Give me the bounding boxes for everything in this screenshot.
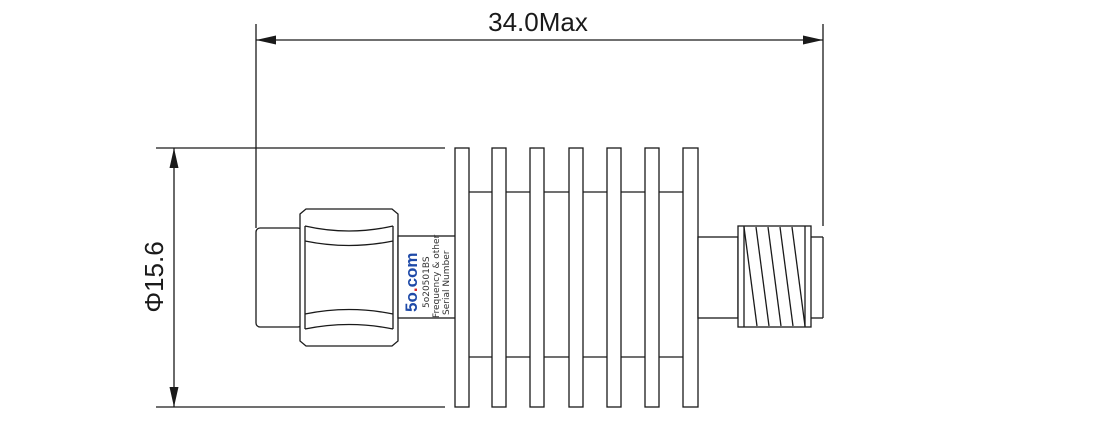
heat-sink-fin-7 <box>682 147 699 408</box>
arrowhead-right <box>803 35 823 45</box>
thread-line-3 <box>767 226 782 327</box>
hex-nut-edge-lower <box>304 323 394 330</box>
heat-sink <box>454 147 699 408</box>
label-sleeve <box>397 235 457 319</box>
arrowhead-bottom <box>169 387 179 407</box>
heat-sink-fin-1 <box>454 147 470 408</box>
hex-nut-face-lower <box>304 308 394 315</box>
length-label: 34.0Max <box>488 7 588 37</box>
frequency-text: Frequency & other <box>432 234 442 318</box>
arrowhead-top <box>169 148 179 168</box>
length-dimension: 34.0Max <box>255 7 824 228</box>
hex-nut-face-upper <box>304 240 394 247</box>
heat-sink-fin-2 <box>491 147 507 408</box>
arrowhead-left <box>256 35 276 45</box>
label-body: 5o.com 5o20501BS Frequency & other Seria… <box>397 234 457 319</box>
serial-text: Serial Number <box>442 250 452 315</box>
coupling-nose <box>255 227 303 328</box>
model-number: 5o20501BS <box>422 256 432 308</box>
diameter-label: Φ15.6 <box>139 241 169 312</box>
brand-logo: 5o.com <box>402 252 421 312</box>
heat-sink-fin-5 <box>606 147 622 408</box>
male-connector <box>255 208 399 347</box>
thread-line-2 <box>755 226 770 327</box>
thread-line-5 <box>791 226 806 327</box>
hex-nut <box>299 208 399 347</box>
thread-line-4 <box>779 226 794 327</box>
hex-nut-edge-upper <box>304 225 394 232</box>
heat-sink-fin-3 <box>529 147 545 408</box>
thread-line-1 <box>743 226 758 327</box>
heat-sink-fin-6 <box>644 147 660 408</box>
diameter-dimension: Φ15.6 <box>139 147 445 408</box>
thread-lines <box>743 226 806 327</box>
heat-sink-fin-4 <box>568 147 584 408</box>
female-connector <box>697 225 824 328</box>
connector-neck <box>697 236 739 319</box>
